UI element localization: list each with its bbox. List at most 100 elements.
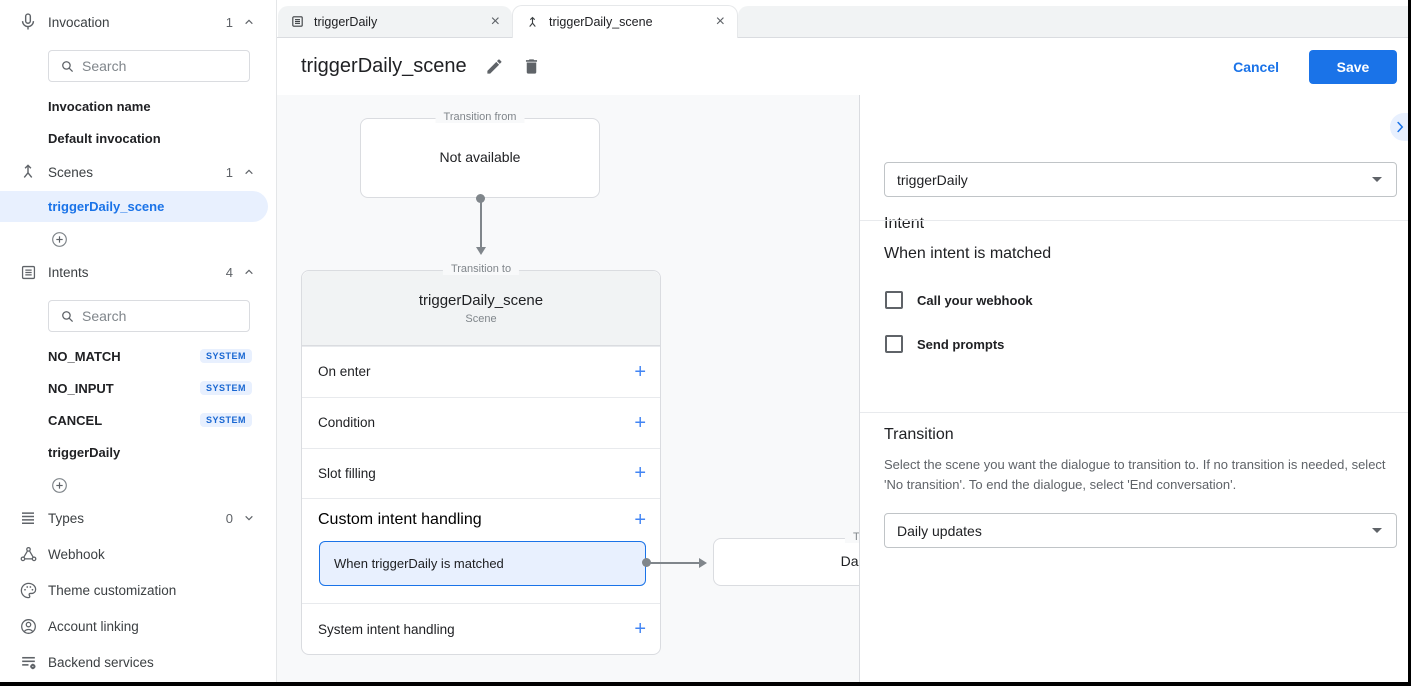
section-count: 1	[225, 164, 233, 180]
add-scene-button[interactable]	[50, 224, 69, 254]
divider	[860, 412, 1411, 413]
scene-icon	[16, 162, 40, 182]
sidebar-item-cancel-intent[interactable]: CANCEL SYSTEM	[48, 405, 260, 435]
sidebar-item-account-linking[interactable]: Account linking	[0, 611, 267, 641]
search-icon	[59, 58, 76, 75]
matched-intent-item-selected[interactable]: When triggerDaily is matched	[319, 541, 646, 587]
intent-select[interactable]: triggerDaily	[884, 162, 1397, 197]
sidebar-section-scenes[interactable]: Scenes 1	[0, 157, 267, 187]
tab-triggerdaily-scene[interactable]: triggerDaily_scene ×	[512, 5, 738, 38]
node-label: Transition to	[844, 531, 859, 543]
window-edge-right	[1408, 0, 1411, 686]
search-input[interactable]	[82, 58, 222, 74]
scene-section-condition[interactable]: Condition +	[302, 396, 660, 448]
add-icon[interactable]: +	[634, 462, 646, 485]
sidebar-item-no-match[interactable]: NO_MATCH SYSTEM	[48, 341, 260, 371]
call-webhook-option[interactable]: Call your webhook	[885, 291, 1033, 309]
system-badge: SYSTEM	[199, 349, 252, 363]
sidebar-item-triggerdaily-scene-selected[interactable]: triggerDaily_scene	[0, 191, 268, 222]
add-icon[interactable]: +	[634, 360, 646, 383]
webhook-icon	[16, 545, 40, 564]
section-count: 0	[225, 510, 233, 526]
search-icon	[59, 308, 76, 325]
connector-line	[480, 201, 482, 249]
checkbox-unchecked[interactable]	[885, 335, 903, 353]
section-label: Intents	[48, 264, 89, 280]
sidebar-item-theme-customization[interactable]: Theme customization	[0, 575, 267, 605]
transition-from-node[interactable]: Transition from Not available	[360, 111, 600, 198]
tab-strip-filler	[738, 6, 1411, 37]
scene-card: Transition to triggerDaily_scene Scene O…	[301, 263, 661, 655]
sidebar-item-invocation-name[interactable]: Invocation name	[48, 98, 151, 114]
sidebar-section-intents[interactable]: Intents 4	[0, 257, 267, 287]
next-scene-node[interactable]: Transition to Daily updates	[713, 531, 859, 586]
send-prompts-option[interactable]: Send prompts	[885, 335, 1004, 353]
search-input[interactable]	[82, 308, 222, 324]
checkbox-unchecked[interactable]	[885, 291, 903, 309]
tab-triggerdaily[interactable]: triggerDaily ×	[278, 6, 512, 37]
delete-icon[interactable]	[522, 57, 541, 76]
transition-heading: Transition	[884, 426, 954, 443]
window-edge-bottom	[0, 682, 1411, 686]
checkbox-label: Send prompts	[917, 336, 1005, 352]
system-badge: SYSTEM	[199, 413, 252, 427]
next-scene-title: Daily updates	[840, 553, 859, 569]
chevron-down-icon[interactable]	[241, 510, 257, 526]
arrow-down-icon	[476, 247, 486, 255]
backend-services-icon	[16, 653, 40, 672]
connector-line	[649, 562, 701, 564]
sidebar-item-default-invocation[interactable]: Default invocation	[48, 130, 161, 146]
section-label: Invocation	[48, 14, 110, 30]
invocation-search	[48, 50, 250, 82]
connector-dot	[642, 558, 651, 567]
system-badge: SYSTEM	[199, 381, 252, 395]
scene-canvas[interactable]: Transition from Not available Transition…	[277, 95, 860, 686]
checkbox-label: Call your webhook	[917, 292, 1033, 308]
scene-card-subtitle: Scene	[465, 313, 497, 325]
transition-from-content: Not available	[439, 149, 521, 165]
intent-detail-panel: Intent triggerDaily When intent is match…	[860, 95, 1411, 686]
add-icon[interactable]: +	[634, 618, 646, 641]
sidebar: Invocation 1 Invocation name Default inv…	[0, 0, 277, 682]
intent-heading: Intent	[884, 215, 925, 232]
account-circle-icon	[16, 617, 40, 636]
section-count: 4	[225, 264, 233, 280]
tab-label: triggerDaily	[314, 14, 378, 29]
main-area: triggerDaily × triggerDaily_scene × trig…	[277, 0, 1411, 686]
tab-bar: triggerDaily × triggerDaily_scene ×	[277, 0, 1411, 38]
scene-section-slot-filling[interactable]: Slot filling +	[302, 447, 660, 499]
scene-section-system-intent-handling[interactable]: System intent handling +	[302, 603, 660, 654]
chevron-up-icon[interactable]	[241, 164, 257, 180]
custom-intent-handling-header[interactable]: Custom intent handling +	[318, 509, 646, 532]
sidebar-item-backend-services[interactable]: Backend services	[0, 647, 267, 677]
sidebar-section-types[interactable]: Types 0	[0, 503, 267, 533]
scene-icon	[525, 15, 540, 30]
section-label: Scenes	[48, 164, 94, 180]
section-count: 1	[225, 14, 233, 30]
node-label: Transition from	[435, 111, 525, 123]
types-icon	[16, 509, 40, 527]
chevron-up-icon[interactable]	[241, 14, 257, 30]
save-button[interactable]: Save	[1309, 49, 1397, 84]
sidebar-section-invocation[interactable]: Invocation 1	[0, 7, 267, 37]
sidebar-item-triggerdaily-intent[interactable]: triggerDaily	[48, 444, 121, 460]
transition-select-value: Daily updates	[897, 522, 982, 539]
palette-icon	[16, 581, 40, 600]
panel-collapse-button[interactable]	[1390, 113, 1411, 141]
node-label: Transition to	[442, 263, 520, 275]
chevron-up-icon[interactable]	[241, 264, 257, 280]
intents-search	[48, 300, 250, 332]
edit-icon[interactable]	[485, 57, 504, 76]
close-icon[interactable]: ×	[715, 13, 725, 30]
cancel-button[interactable]: Cancel	[1233, 58, 1279, 75]
scene-section-on-enter[interactable]: On enter +	[302, 345, 660, 397]
sidebar-item-webhook[interactable]: Webhook	[0, 539, 267, 569]
transition-select[interactable]: Daily updates	[884, 513, 1397, 548]
content-area: Transition from Not available Transition…	[277, 95, 1411, 686]
add-icon[interactable]: +	[634, 411, 646, 434]
add-intent-button[interactable]	[50, 470, 69, 500]
add-icon[interactable]: +	[634, 509, 646, 532]
sidebar-item-no-input[interactable]: NO_INPUT SYSTEM	[48, 373, 260, 403]
scene-card-header[interactable]: triggerDaily_scene Scene	[302, 271, 660, 346]
close-icon[interactable]: ×	[490, 12, 500, 30]
